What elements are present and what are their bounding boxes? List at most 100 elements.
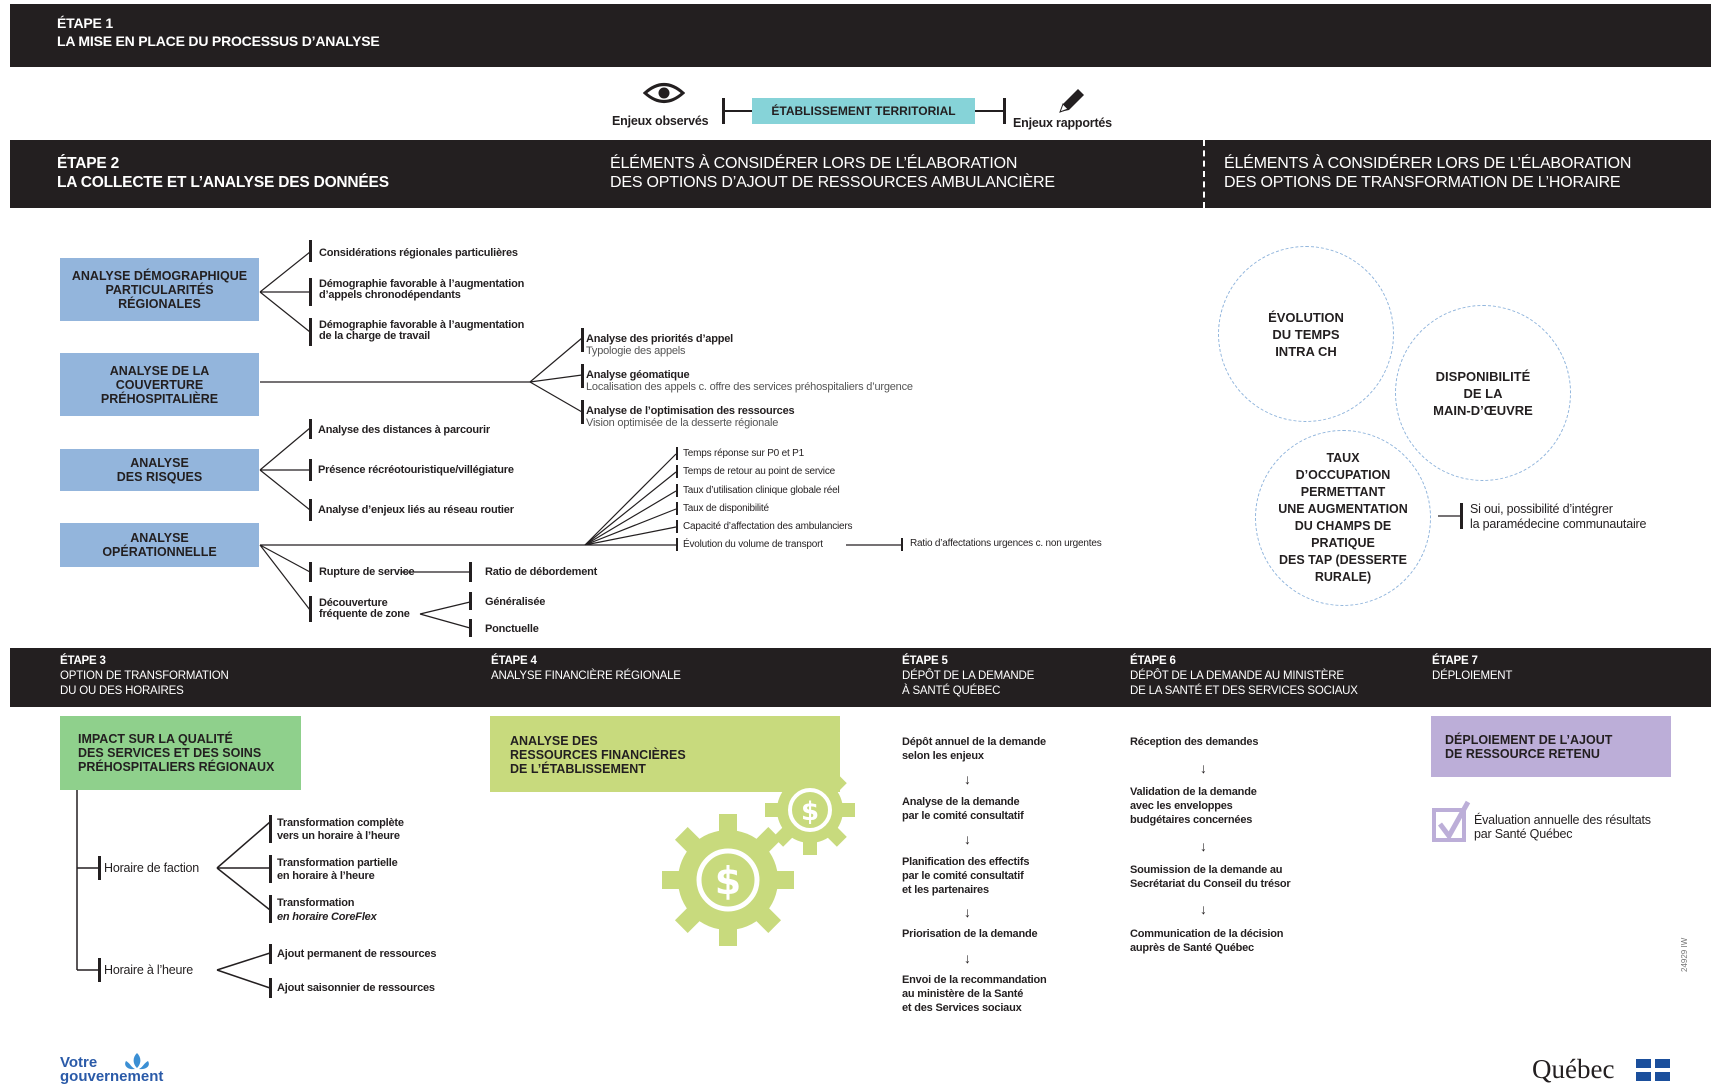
- circle-line: PERMETTANT: [1300, 485, 1386, 499]
- circle-note: Si oui, possibilité d’intégrer: [1470, 502, 1613, 516]
- step-line: Dépôt annuel de la demande: [902, 736, 1046, 748]
- operational-item: Évolution du volume de transport: [683, 539, 823, 550]
- demo-item: Démographie favorable à l’augmentation: [319, 278, 525, 290]
- arrow-down-icon: ↓: [964, 831, 971, 847]
- faction-item: Transformation complète: [277, 817, 404, 829]
- divider: [975, 110, 1005, 112]
- arrow-down-icon: ↓: [964, 904, 971, 920]
- heure-item: Ajout saisonnier de ressources: [277, 982, 435, 994]
- decouverture-option: Généralisée: [485, 596, 546, 608]
- faction-item: Transformation: [277, 897, 355, 909]
- box-line: DÉPLOIEMENT DE L’AJOUT: [1445, 732, 1613, 747]
- stage2-header: ÉTAPE 2 LA COLLECTE ET L’ANALYSE DES DON…: [10, 140, 1711, 208]
- faction-item: Transformation partielle: [277, 857, 398, 869]
- column-divider: [1203, 140, 1205, 208]
- step-line: et des Services sociaux: [902, 1002, 1022, 1014]
- document-code: 24929 IW: [1680, 937, 1689, 972]
- stage2-label: ÉTAPE 2: [57, 155, 120, 172]
- divider: [1003, 98, 1006, 124]
- step-line: budgétaires concernées: [1130, 814, 1253, 826]
- stage4-title: ANALYSE FINANCIÈRE RÉGIONALE: [491, 670, 681, 682]
- circle-line: DISPONIBILITÉ: [1435, 368, 1531, 384]
- box-line: DE RESSOURCE RETENU: [1445, 746, 1600, 761]
- checkbox-icon: [1432, 798, 1472, 846]
- box-line: IMPACT SUR LA QUALITÉ: [78, 732, 233, 746]
- step-line: auprès de Santé Québec: [1130, 942, 1254, 954]
- box-line: PRÉHOSPITALIERS RÉGIONAUX: [78, 760, 275, 774]
- circle-line: MAIN-D’ŒUVRE: [1433, 402, 1533, 418]
- faction-item: en horaire CoreFlex: [277, 911, 377, 923]
- circle-line: TAUX: [1326, 451, 1360, 465]
- rupture-result: Ratio de débordement: [485, 566, 598, 578]
- step-line: Priorisation de la demande: [902, 928, 1038, 940]
- circle-line: ÉVOLUTION: [1268, 309, 1344, 325]
- step-line: au ministère de la Santé: [902, 988, 1024, 1000]
- svg-text:$: $: [801, 797, 819, 827]
- operational-item: Taux de disponibilité: [683, 503, 769, 514]
- stage5-step: Priorisation de la demande: [902, 927, 1038, 941]
- heure-item: Ajout permanent de ressources: [277, 948, 437, 960]
- decouverture-option: Ponctuelle: [485, 623, 539, 635]
- step-line: Envoi de la recommandation: [902, 974, 1047, 986]
- stage7-title: DÉPLOIEMENT: [1432, 670, 1513, 682]
- operational-item: Temps de retour au point de service: [683, 466, 835, 477]
- svg-text:$: $: [715, 859, 741, 903]
- coverage-item-title: Analyse des priorités d’appel: [586, 333, 734, 345]
- stages-bottom-header: ÉTAPE 3 OPTION DE TRANSFORMATION DU OU D…: [10, 648, 1711, 707]
- circle-line: PRATIQUE: [1311, 536, 1375, 550]
- box-line: PRÉHOSPITALIÈRE: [100, 391, 219, 406]
- faction-item: vers un horaire à l’heure: [277, 830, 400, 842]
- operational-ratio: Ratio d’affectations urgences c. non urg…: [910, 538, 1102, 549]
- stage6-title: DÉPÔT DE LA DEMANDE AU MINISTÈRE: [1130, 670, 1344, 682]
- fleur-de-lis-icon: [125, 1053, 149, 1070]
- demo-item: de la charge de travail: [319, 330, 430, 342]
- decouverture-label: Découverture: [319, 597, 388, 609]
- stage1-header: ÉTAPE 1 LA MISE EN PLACE DU PROCESSUS D’…: [10, 4, 1711, 67]
- circle-line: UNE AUGMENTATION: [1278, 502, 1408, 516]
- circle-line: DE LA: [1463, 385, 1503, 401]
- step-line: Soumission de la demande au: [1130, 864, 1283, 876]
- circle-line: DES TAP (DESSERTE: [1278, 553, 1408, 567]
- stage3-label: ÉTAPE 3: [60, 655, 106, 667]
- stage2-col3-title2: DES OPTIONS DE TRANSFORMATION DE L’HORAI…: [1224, 174, 1621, 191]
- circle-note: la paramédecine communautaire: [1470, 517, 1647, 531]
- box-line: RESSOURCES FINANCIÈRES: [510, 748, 686, 762]
- arrow-down-icon: ↓: [1200, 901, 1207, 917]
- box-line: DES RISQUES: [116, 470, 203, 484]
- box-line: ANALYSE DÉMOGRAPHIQUE: [71, 268, 248, 283]
- step-line: avec les enveloppes: [1130, 800, 1233, 812]
- pencil-icon: [1056, 86, 1088, 114]
- coverage-item-title: Analyse de l’optimisation des ressources: [586, 405, 795, 417]
- votre-gouvernement-logo: Votre gouvernement: [60, 1052, 190, 1088]
- risk-item: Analyse d’enjeux liés au réseau routier: [318, 504, 514, 516]
- coverage-item-title: Analyse géomatique: [586, 369, 690, 381]
- step-line: Planification des effectifs: [902, 856, 1030, 868]
- stage2-title: LA COLLECTE ET L’ANALYSE DES DONNÉES: [57, 174, 389, 191]
- box-line: OPÉRATIONNELLE: [102, 545, 217, 559]
- evaluation-text: Évaluation annuelle des résultats: [1474, 813, 1651, 827]
- stage6-title: DE LA SANTÉ ET DES SERVICES SOCIAUX: [1130, 685, 1358, 697]
- box-line: ANALYSE: [130, 456, 189, 470]
- logo-text: gouvernement: [60, 1068, 164, 1085]
- coverage-item-sub: Typologie des appels: [586, 345, 686, 357]
- arrow-down-icon: ↓: [964, 771, 971, 787]
- circle-line: INTRA CH: [1275, 343, 1337, 359]
- box-line: ANALYSE DES: [510, 734, 598, 748]
- box-line: RÉGIONALES: [118, 296, 201, 311]
- risk-item: Analyse des distances à parcourir: [318, 424, 490, 436]
- stage1-title: LA MISE EN PLACE DU PROCESSUS D’ANALYSE: [57, 33, 380, 49]
- observed-label: Enjeux observés: [612, 114, 709, 128]
- circle-line: D’OCCUPATION: [1295, 468, 1391, 482]
- evaluation-text: par Santé Québec: [1474, 827, 1573, 841]
- box-line: DES SERVICES ET DES SOINS: [78, 746, 262, 760]
- operational-item: Capacité d’affectation des ambulanciers: [683, 521, 853, 532]
